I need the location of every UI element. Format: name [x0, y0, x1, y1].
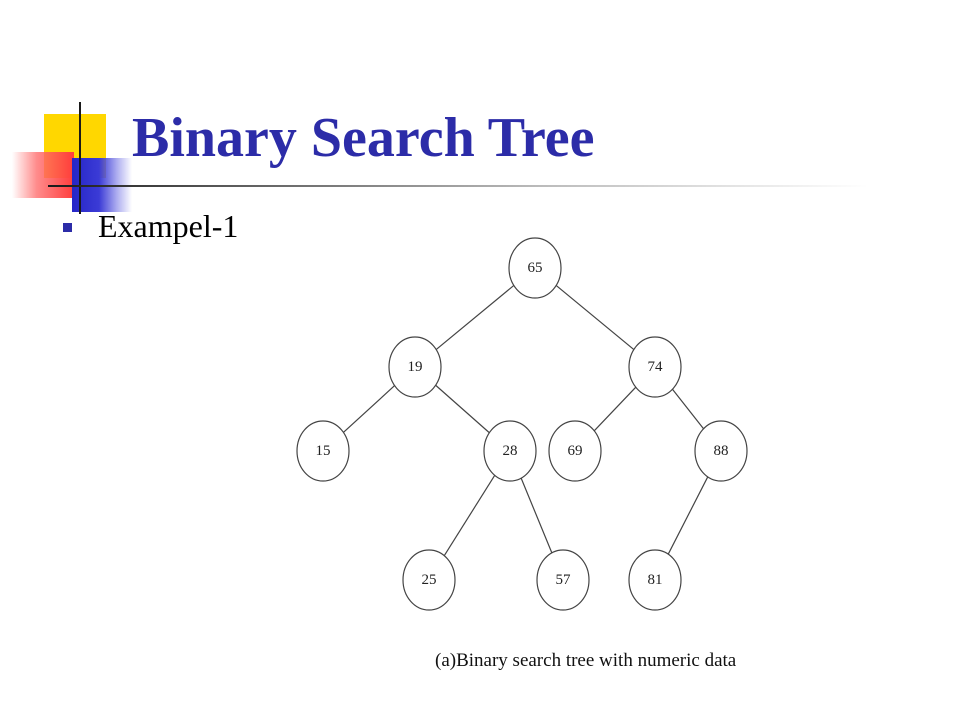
- tree-edge-74-88: [671, 388, 705, 430]
- tree-node-circle: [388, 336, 442, 398]
- tree-node-label: 28: [503, 443, 518, 459]
- tree-edge-28-25: [443, 474, 496, 557]
- tree-node-25: 25: [402, 549, 456, 611]
- tree-node-circle: [628, 549, 682, 611]
- decor-vertical-line: [79, 102, 81, 214]
- tree-node-69: 69: [548, 420, 602, 482]
- tree-node-label: 19: [408, 359, 423, 375]
- tree-node-circle: [508, 237, 562, 299]
- tree-node-circle: [694, 420, 748, 482]
- tree-node-label: 65: [528, 260, 543, 276]
- tree-node-circle: [402, 549, 456, 611]
- tree-node-74: 74: [628, 336, 682, 398]
- tree-node-label: 74: [648, 359, 664, 375]
- tree-edge-65-74: [555, 284, 635, 351]
- tree-node-label: 15: [316, 443, 331, 459]
- tree-nodes: 65 19 74 15 28 69 88 25 57 81: [296, 237, 748, 611]
- tree-node-88: 88: [694, 420, 748, 482]
- bullet-marker: [63, 223, 72, 232]
- tree-node-label: 69: [568, 443, 583, 459]
- diagram-caption: (a)Binary search tree with numeric data: [435, 650, 737, 671]
- tree-edge-28-57: [520, 477, 553, 554]
- tree-node-19: 19: [388, 336, 442, 398]
- tree-node-label: 57: [556, 572, 572, 588]
- tree-node-81: 81: [628, 549, 682, 611]
- tree-node-57: 57: [536, 549, 590, 611]
- tree-node-15: 15: [296, 420, 350, 482]
- tree-node-label: 81: [648, 572, 663, 588]
- tree-edge-65-19: [435, 284, 515, 351]
- tree-node-circle: [483, 420, 537, 482]
- tree-edge-74-69: [593, 386, 637, 432]
- tree-edge-88-81: [667, 476, 709, 555]
- tree-edge-19-28: [435, 384, 490, 434]
- tree-edges: [342, 284, 709, 557]
- tree-edge-19-15: [342, 385, 396, 433]
- tree-node-label: 25: [422, 572, 437, 588]
- tree-node-label: 88: [714, 443, 729, 459]
- title-underline: [48, 185, 868, 187]
- bullet-text: Exampel-1: [98, 208, 239, 244]
- slide-title: Binary Search Tree: [132, 107, 595, 169]
- decor-red-gradient: [12, 152, 74, 198]
- tree-node-circle: [628, 336, 682, 398]
- tree-node-65: 65: [508, 237, 562, 299]
- tree-node-circle: [296, 420, 350, 482]
- tree-node-circle: [548, 420, 602, 482]
- tree-node-circle: [536, 549, 590, 611]
- tree-node-28: 28: [483, 420, 537, 482]
